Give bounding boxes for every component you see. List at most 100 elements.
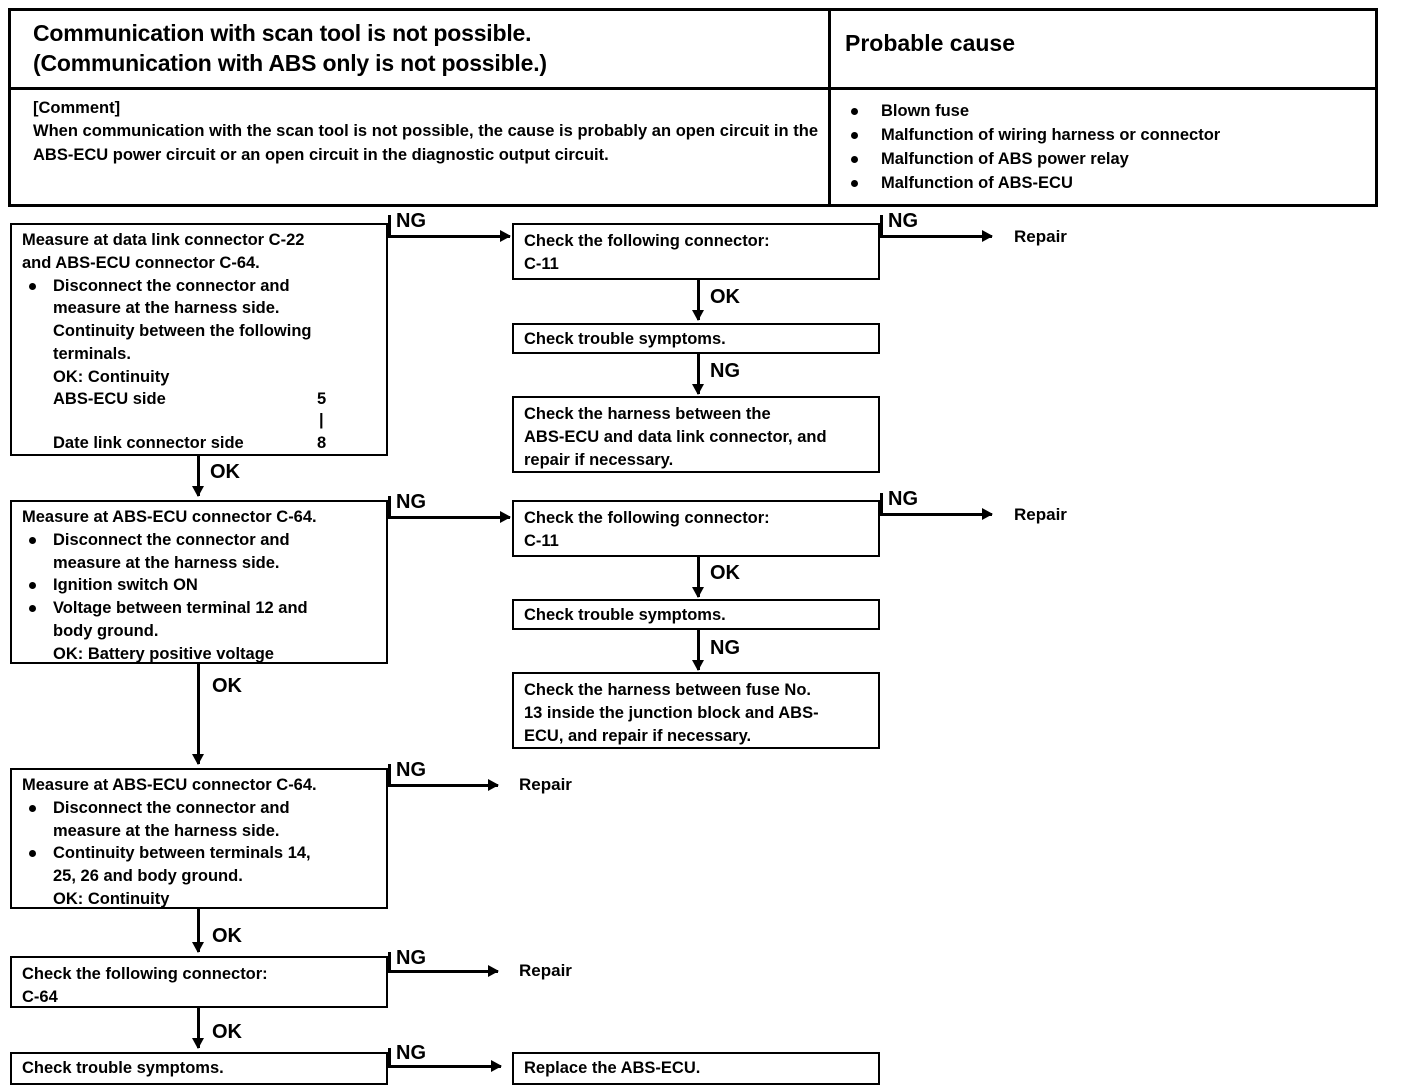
step2-ng-label: NG: [396, 491, 426, 513]
step1-row2-terminal: 8: [317, 434, 327, 453]
step3-bullet-2-line-2-wrap: 25, 26 and body ground.: [22, 865, 378, 888]
flow-box-step1: Measure at data link connector C-22 and …: [10, 223, 388, 456]
step3-bullet-1-line-2-wrap: measure at the harness side.: [22, 820, 378, 843]
step1-bullet-1-line-1: Disconnect the connector and: [53, 276, 290, 295]
step3-bullet-1: Disconnect the connector and: [22, 797, 378, 820]
cause-item: Malfunction of ABS power relay: [845, 147, 1365, 171]
step2-bullet-1-line-2: measure at the harness side.: [53, 553, 280, 572]
step3-ng-label: NG: [396, 759, 426, 781]
repair-terminal-1: Repair: [1014, 227, 1067, 246]
step1-bullet-1-line-4: terminals.: [53, 344, 131, 363]
flow-box-branch-a-harness: Check the harness between the ABS-ECU an…: [512, 396, 880, 473]
branch-a-connector-value: C-11: [524, 254, 559, 273]
branch-a-ng-label: NG: [888, 210, 918, 232]
flow-box-step3: Measure at ABS-ECU connector C-64. Disco…: [10, 768, 388, 909]
step2-ok-label-edge: OK: [212, 675, 242, 697]
header-title-row: Communication with scan tool is not poss…: [11, 11, 1375, 90]
step2-bullet-2: Ignition switch ON: [22, 574, 378, 597]
flow-box-branch-a-connector: Check the following connector: C-11: [512, 223, 880, 280]
step1-ok-arrow: [193, 456, 204, 497]
step5-title: Check trouble symptoms.: [22, 1059, 224, 1077]
step2-bullet-2-text: Ignition switch ON: [53, 576, 198, 595]
replace-ecu-text: Replace the ABS-ECU.: [524, 1059, 701, 1077]
step1-bullet-1: Disconnect the connector and: [22, 275, 378, 298]
branch-b-harness-line-3: ECU, and repair if necessary.: [524, 726, 752, 745]
step3-bullet-1-line-2: measure at the harness side.: [53, 821, 280, 840]
branch-b-ok-arrow-1: [693, 557, 704, 598]
branch-b-connector-title: Check the following connector:: [524, 509, 770, 527]
fault-title-cell: Communication with scan tool is not poss…: [11, 11, 831, 87]
flow-box-branch-b-symptoms: Check trouble symptoms.: [512, 599, 880, 630]
branch-a-ng-stub: [880, 215, 883, 237]
fault-header-table: Communication with scan tool is not poss…: [8, 8, 1378, 207]
step2-ok-label: OK: Battery positive voltage: [53, 644, 274, 663]
probable-cause-title: Probable cause: [845, 30, 1016, 56]
step1-bullet-1-line-2-wrap: measure at the harness side.: [22, 297, 378, 320]
probable-cause-list-cell: Blown fuse Malfunction of wiring harness…: [831, 90, 1375, 204]
step3-ng-stub: [388, 764, 391, 786]
flow-box-step5: Check trouble symptoms.: [10, 1052, 388, 1085]
step4-ok-label-edge: OK: [212, 1021, 242, 1043]
step2-bullet-3-line-2: body ground.: [53, 621, 159, 640]
repair-terminal-3: Repair: [519, 775, 572, 794]
fault-title-line-2: (Communication with ABS only is not poss…: [33, 50, 547, 77]
step1-ng-arrow: [388, 230, 511, 241]
step1-bullet-1-line-3: Continuity between the following: [53, 322, 312, 341]
branch-b-ok-label-1: OK: [710, 562, 740, 584]
step3-ok-label: OK: Continuity: [53, 889, 170, 908]
step2-ok-arrow: [193, 664, 204, 765]
step2-bullet-3: Voltage between terminal 12 and: [22, 597, 378, 620]
step4-ng-arrow: [388, 965, 499, 976]
step3-bullets: Disconnect the connector and measure at …: [22, 797, 378, 888]
comment-body: When communication with the scan tool is…: [33, 122, 818, 164]
step1-terminal-row-2: Date link connector side 8: [22, 432, 378, 455]
step3-bullet-2-line-2: 25, 26 and body ground.: [53, 867, 243, 886]
step4-title: Check the following connector:: [22, 965, 268, 983]
step2-ng-stub: [388, 496, 391, 518]
step1-bullet-1-line-2: measure at the harness side.: [53, 299, 280, 318]
step3-ok-arrow: [193, 909, 204, 953]
repair-terminal-2: Repair: [1014, 505, 1067, 524]
header-body-row: [Comment] When communication with the sc…: [11, 89, 1375, 204]
step2-ng-arrow: [388, 511, 511, 522]
flow-box-branch-b-harness: Check the harness between fuse No. 13 in…: [512, 672, 880, 749]
branch-a-ng-arrow: [880, 230, 993, 241]
probable-cause-list: Blown fuse Malfunction of wiring harness…: [845, 97, 1365, 196]
step3-ng-arrow: [388, 779, 499, 790]
comment-label: [Comment]: [33, 98, 121, 117]
step4-connector: C-64: [22, 987, 58, 1006]
step4-ng-label: NG: [396, 947, 426, 969]
step3-ok-label-edge: OK: [212, 925, 242, 947]
branch-b-symptoms-text: Check trouble symptoms.: [524, 606, 726, 624]
step3-title: Measure at ABS-ECU connector C-64.: [22, 776, 317, 794]
flow-box-step2: Measure at ABS-ECU connector C-64. Disco…: [10, 500, 388, 664]
branch-b-ng-arrow-2: [693, 630, 704, 671]
step1-ng-label: NG: [396, 210, 426, 232]
branch-b-harness-line-2: 13 inside the junction block and ABS-: [524, 703, 819, 722]
step4-ok-arrow: [193, 1008, 204, 1049]
step5-ng-stub: [388, 1048, 391, 1067]
branch-a-harness-line-2: ABS-ECU and data link connector, and: [524, 427, 827, 446]
step3-bullet-2: Continuity between terminals 14,: [22, 842, 378, 865]
step1-ok-label-edge: OK: [210, 461, 240, 483]
step3-bullet-1-line-1: Disconnect the connector and: [53, 798, 290, 817]
branch-b-ng-stub: [880, 493, 883, 515]
step1-row1-label: ABS-ECU side: [53, 390, 166, 409]
step5-ng-arrow: [388, 1060, 502, 1071]
fault-title-line-1: Communication with scan tool is not poss…: [33, 20, 532, 46]
cause-item: Malfunction of ABS-ECU: [845, 171, 1365, 195]
branch-a-ng-arrow-2: [693, 354, 704, 395]
step1-terminal-bar: |: [319, 411, 324, 430]
probable-cause-header-cell: Probable cause: [831, 11, 1375, 87]
step3-bullet-2-line-1: Continuity between terminals 14,: [53, 844, 311, 863]
repair-terminal-4: Repair: [519, 961, 572, 980]
flow-box-branch-b-connector: Check the following connector: C-11: [512, 500, 880, 557]
branch-b-connector-value: C-11: [524, 531, 559, 550]
branch-b-ng-arrow: [880, 508, 993, 519]
branch-a-harness-line-1: Check the harness between the: [524, 405, 771, 423]
flow-box-replace-ecu: Replace the ABS-ECU.: [512, 1052, 880, 1085]
branch-a-ng-label-2: NG: [710, 360, 740, 382]
step1-terminal-connector: |: [22, 411, 378, 432]
branch-a-symptoms-text: Check trouble symptoms.: [524, 330, 726, 348]
